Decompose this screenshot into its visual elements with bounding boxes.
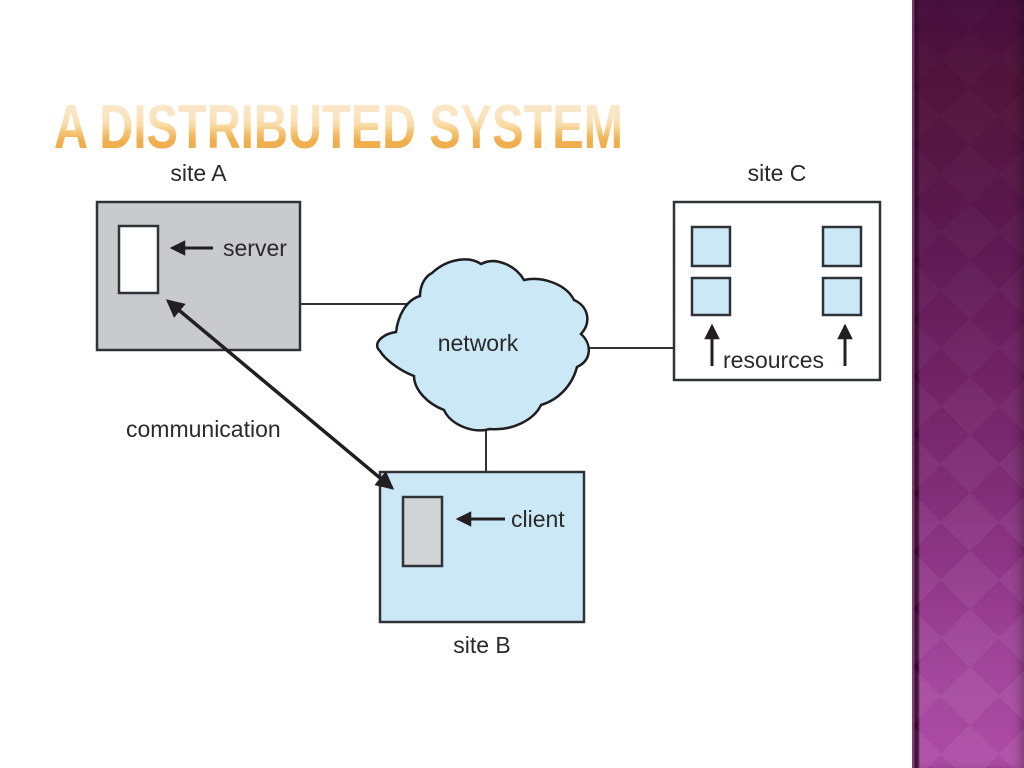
client-label: client bbox=[511, 506, 565, 532]
resource-square-bottom-left bbox=[690, 276, 732, 317]
resource-square-top-right bbox=[821, 225, 863, 268]
site-a-label: site A bbox=[170, 160, 227, 186]
communication-label: communication bbox=[126, 416, 281, 442]
resources-label: resources bbox=[723, 347, 824, 373]
server-label: server bbox=[223, 235, 287, 261]
site-c-label: site C bbox=[747, 160, 807, 186]
site-b-label: site B bbox=[453, 632, 511, 658]
resource-square-top-left bbox=[690, 225, 732, 268]
resource-square-bottom-right bbox=[821, 276, 863, 317]
decorative-sidebar bbox=[912, 0, 1024, 768]
network-label: network bbox=[437, 330, 519, 356]
client-rect bbox=[401, 495, 444, 568]
server-rect bbox=[117, 224, 160, 295]
slide-title: A DISTRIBUTED SYSTEM bbox=[54, 93, 623, 162]
communication-arrow bbox=[165, 299, 395, 490]
